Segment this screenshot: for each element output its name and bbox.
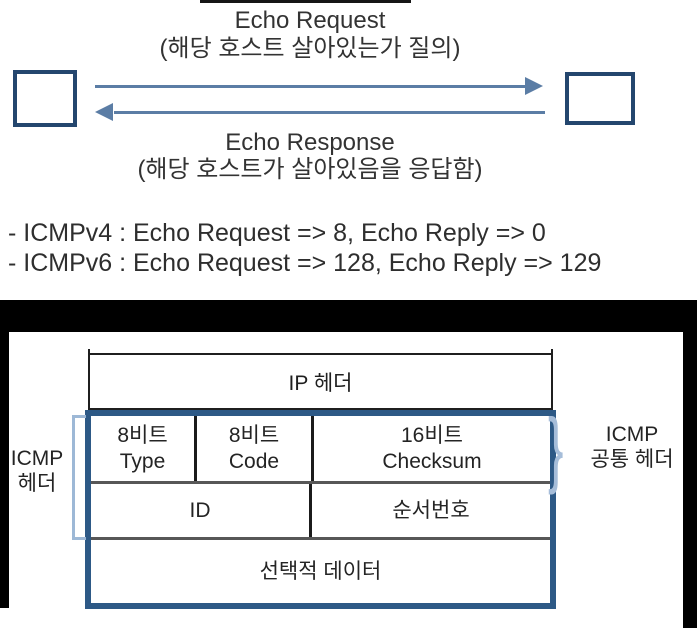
- arrow-left-icon: [95, 103, 113, 121]
- ip-header-box: IP 헤더: [88, 349, 553, 410]
- echo-request-title: Echo Request: [234, 7, 386, 34]
- top-crop-bar: [200, 0, 411, 3]
- response-arrow-line: [114, 111, 545, 114]
- cell-divider: [194, 416, 197, 481]
- field-code-cell: 8비트 Code: [197, 416, 311, 481]
- type-name-label: Type: [119, 449, 166, 473]
- common-header-brace-icon: }: [548, 401, 564, 495]
- right-host-box: [565, 72, 635, 125]
- cell-divider: [309, 484, 312, 537]
- code-name-label: Code: [228, 449, 280, 473]
- icmp-header-label: ICMP 헤더: [10, 447, 64, 495]
- checksum-bits-label: 16비트: [400, 423, 463, 447]
- ip-header-label: IP 헤더: [288, 371, 353, 395]
- code-bits-label: 8비트: [228, 423, 280, 447]
- echo-response-title: Echo Response: [225, 129, 395, 156]
- echo-sequence-diagram: Echo Request (해당 호스트 살아있는가 질의) Echo Resp…: [0, 0, 697, 300]
- type-bits-label: 8비트: [117, 423, 168, 447]
- row-separator: [91, 537, 550, 540]
- panel-frame-right: [683, 300, 697, 628]
- icmp-message-box: 8비트 Type 8비트 Code 16비트 Checksum ID 순서번호: [85, 410, 556, 609]
- field-id-cell: ID: [189, 498, 211, 522]
- corner-tick-left: [88, 349, 90, 355]
- checksum-name-label: Checksum: [382, 449, 482, 473]
- left-host-box: [13, 70, 77, 127]
- request-arrow-line: [95, 85, 525, 88]
- echo-request-note: (해당 호스트 살아있는가 질의): [159, 35, 461, 62]
- cell-divider: [311, 416, 314, 481]
- echo-response-note: (해당 호스트가 살아있음을 응답함): [137, 156, 483, 183]
- row-separator: [91, 481, 550, 484]
- icmp-common-header-label: ICMP 공통 헤더: [590, 423, 674, 471]
- corner-tick-right: [551, 349, 553, 355]
- field-checksum-cell: 16비트 Checksum: [314, 416, 550, 481]
- arrow-right-icon: [525, 77, 543, 95]
- panel-frame-left: [0, 300, 9, 608]
- icmp-header-bracket: [72, 415, 86, 540]
- icmp-packet-diagram: IP 헤더 8비트 Type 8비트 Code 16비트 Checksum ID: [0, 300, 697, 628]
- panel-frame-top: [0, 300, 697, 332]
- field-type-cell: 8비트 Type: [91, 416, 194, 481]
- field-seq-cell: 순서번호: [392, 498, 470, 522]
- field-optional-data-cell: 선택적 데이터: [259, 559, 382, 583]
- icmpv6-type-note: - ICMPv6 : Echo Request => 128, Echo Rep…: [8, 249, 602, 277]
- icmpv4-type-note: - ICMPv4 : Echo Request => 8, Echo Reply…: [8, 219, 546, 247]
